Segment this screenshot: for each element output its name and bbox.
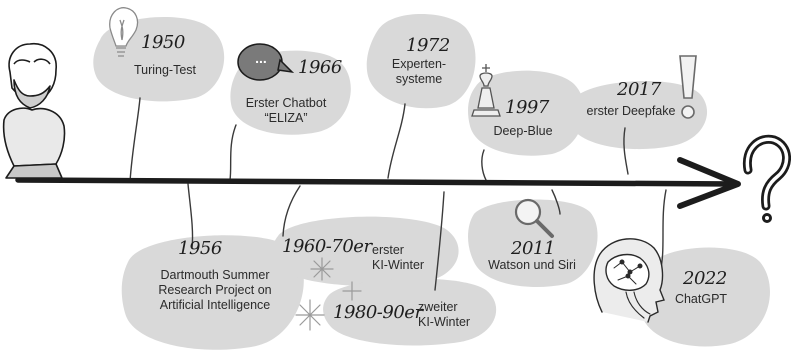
year-1950: 1950 (141, 32, 185, 53)
question-mark-icon (742, 134, 791, 223)
connector-1960-70er (282, 185, 301, 237)
event-blob-2022 (639, 247, 770, 347)
lightbulb-icon (109, 7, 139, 57)
label-turing-test: Turing-Test (133, 63, 197, 77)
year-2011: 2011 (511, 238, 555, 259)
year-1956: 1956 (178, 238, 222, 259)
year-2017: 2017 (617, 79, 661, 100)
label-ki-winter-2: zweiter KI-Winter (418, 300, 471, 329)
label-chatgpt: ChatGPT (674, 292, 728, 306)
year-2022: 2022 (683, 268, 727, 289)
connector-1980-90er (434, 191, 445, 291)
label-expertensysteme: Experten- systeme (391, 57, 447, 86)
connector-1956 (187, 183, 194, 249)
label-watson-siri: Watson und Siri (488, 258, 576, 272)
exclamation-icon (679, 55, 697, 119)
magnifier-icon (514, 198, 554, 238)
label-deepfake: erster Deepfake (586, 104, 676, 118)
event-blob-1980-90er (323, 278, 497, 346)
label-ki-winter-1: erster KI-Winter (372, 243, 425, 272)
connector-2017 (623, 127, 629, 175)
event-blob-1997 (468, 70, 585, 156)
connector-1972 (387, 103, 406, 179)
label-deep-blue: Deep-Blue (493, 124, 553, 138)
year-1966: 1966 (298, 57, 342, 78)
event-blob-1972 (366, 14, 476, 109)
speech-bubble-icon (237, 43, 295, 81)
sparkle-icon (295, 257, 362, 331)
label-eliza: Erster Chatbot “ELIZA” (245, 96, 327, 125)
event-blob-2017 (567, 81, 708, 150)
label-dartmouth: Dartmouth Summer Research Project on Art… (158, 268, 272, 312)
connector-1997 (481, 149, 487, 181)
chess-king-icon (471, 64, 501, 117)
timeline-arrow (15, 157, 741, 209)
philosopher-bust-icon (2, 43, 66, 179)
eliza-dots: ... (255, 50, 267, 66)
event-blob-2011 (468, 199, 598, 288)
connector-1950 (129, 97, 141, 183)
year-1997: 1997 (505, 97, 549, 118)
brain-head-icon (593, 238, 665, 323)
connector-2011 (551, 189, 561, 215)
connector-1966 (229, 124, 237, 181)
year-1960-70er: 1960-70er (282, 236, 372, 257)
year-1980-90er: 1980-90er (333, 302, 423, 323)
event-blob-1956 (121, 235, 304, 350)
year-1972: 1972 (406, 35, 450, 56)
